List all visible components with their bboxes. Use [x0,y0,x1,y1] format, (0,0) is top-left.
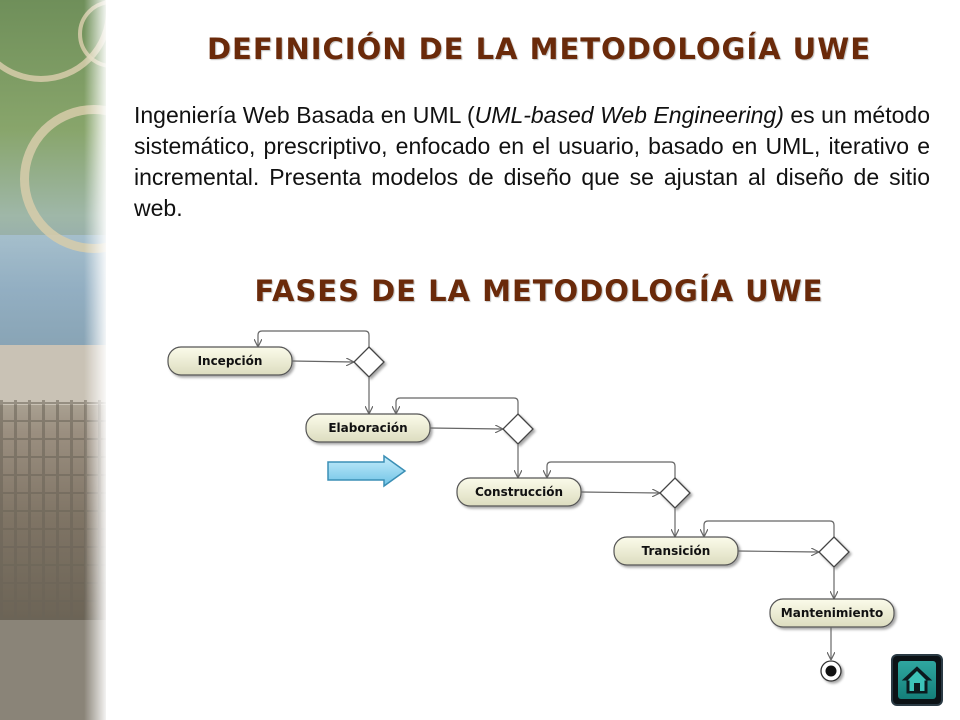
decision-diamond-construccion [659,477,691,509]
definition-part-2: es un método sistemático, prescriptivo, … [134,102,930,221]
definition-part-1: Ingeniería Web Basada en UML ( [134,102,475,128]
final-node-inner [825,665,837,677]
loop-edge-incepcion [258,330,370,347]
phase-label-elaboracion: Elaboración [328,421,407,435]
phase-label-incepcion: Incepción [198,354,263,368]
left-photo-strip [0,0,106,720]
phase-node-mantenimiento [769,598,895,628]
phases-title: FASES DE LA METODOLOGÍA UWE [254,274,824,308]
loop-edge-transicion [704,520,835,537]
home-icon [898,661,936,699]
decision-diamond-transicion [818,536,850,568]
edge-transicion-to-decision [737,551,818,552]
loop-edge-construccion [547,461,676,478]
current-phase-arrow [327,454,407,488]
strip-fade [84,0,106,720]
decision-diamond-incepcion [353,346,385,378]
phase-label-construccion: Construcción [475,485,563,499]
loop-edge-elaboracion [396,397,519,414]
edge-elaboracion-to-decision [429,428,502,429]
definition-paragraph: Ingeniería Web Basada en UML (UML-based … [134,100,930,224]
decorative-ring [0,0,106,82]
phase-label-mantenimiento: Mantenimiento [781,606,883,620]
decision-diamond-elaboracion [502,413,534,445]
phase-label-transicion: Transición [642,544,711,558]
edge-construccion-to-decision [580,492,659,493]
slide-title: DEFINICIÓN DE LA METODOLOGÍA UWE [206,32,872,66]
home-button[interactable] [893,656,941,704]
definition-part-english: UML-based Web Engineering) [474,102,784,128]
edge-incepcion-to-decision [291,361,353,362]
